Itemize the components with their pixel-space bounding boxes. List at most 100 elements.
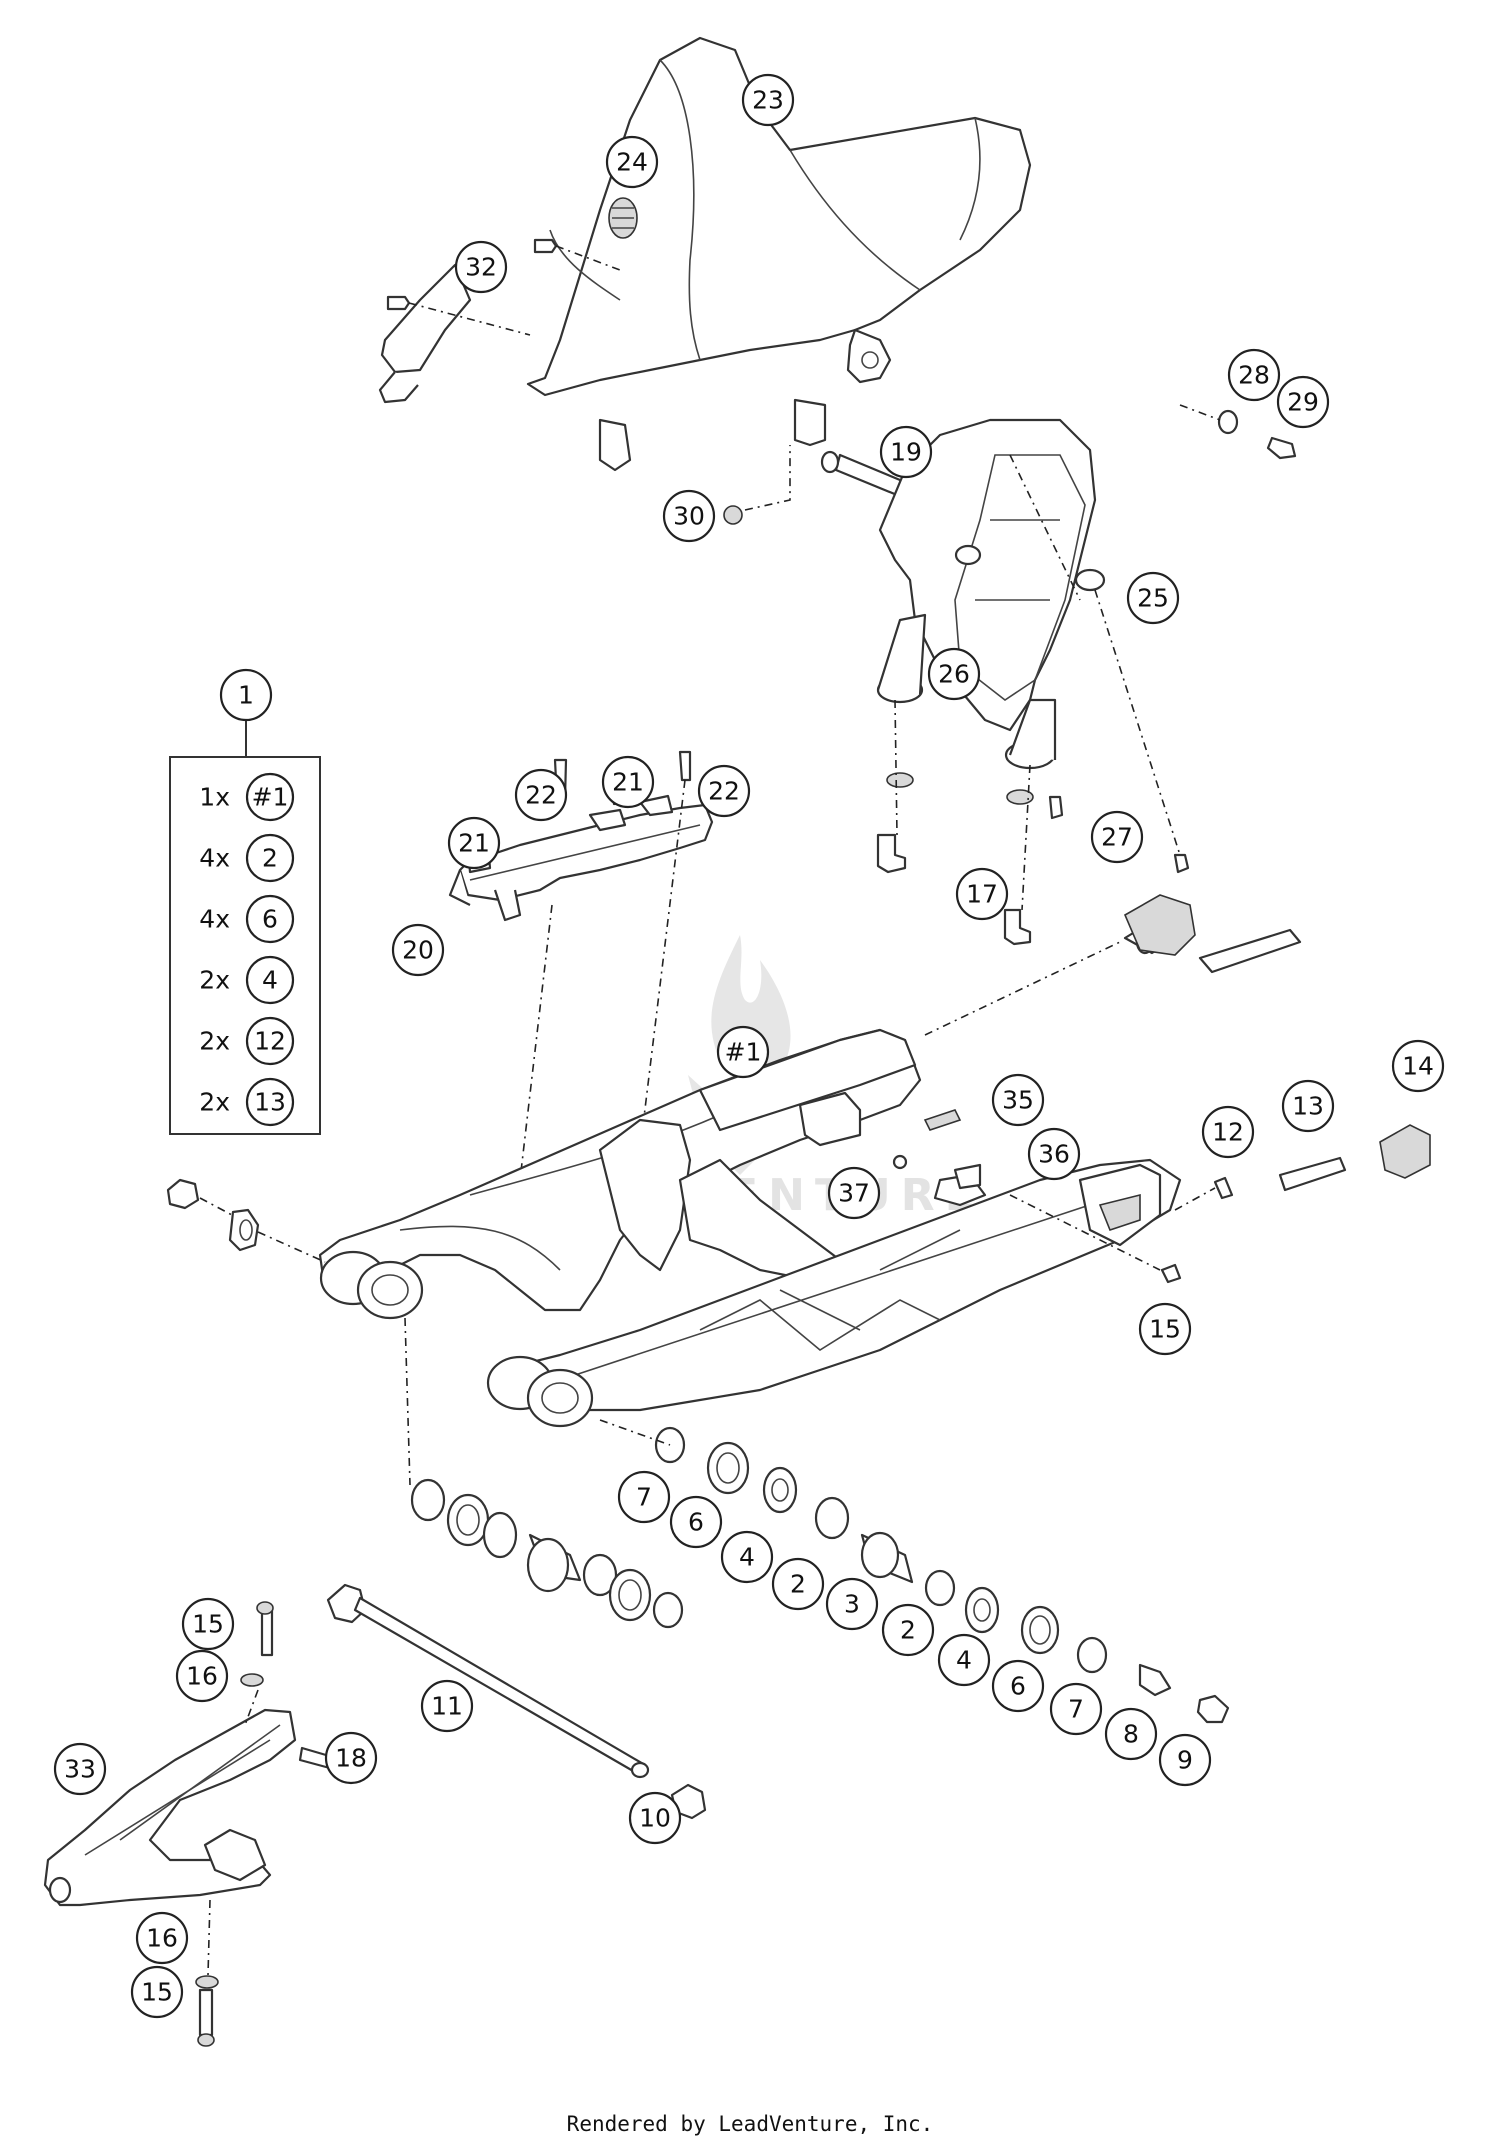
callout-label: 35 (1002, 1086, 1034, 1115)
fasteners-26-17 (876, 454, 1190, 946)
callout-7: 7 (1049, 1682, 1103, 1736)
callout-circle (991, 1073, 1045, 1127)
callout-4: 4 (720, 1530, 774, 1584)
callout-11: 11 (420, 1679, 474, 1733)
callout-2: 2 (771, 1557, 825, 1611)
callout-label: 36 (1038, 1140, 1070, 1169)
kit-row-ref: #1 (252, 783, 289, 812)
callout-label: 30 (673, 502, 705, 531)
shaft-upper (924, 894, 1431, 1211)
callout-label: 19 (890, 438, 922, 467)
callout-3: 3 (825, 1577, 879, 1631)
kit-row-qty: 1x (199, 783, 230, 812)
callout-circle (617, 1470, 671, 1524)
callout-label: 15 (1149, 1315, 1181, 1344)
swingarm-axle (326, 1583, 707, 1820)
callout-6: 6 (991, 1659, 1045, 1713)
callout-circle (716, 1025, 770, 1079)
callout-circle (447, 816, 501, 870)
callout-circle (1201, 1105, 1255, 1159)
callout-label: 16 (186, 1662, 218, 1691)
callout-label: 26 (938, 660, 970, 689)
callout-circle (135, 1911, 189, 1965)
callout-circle (741, 73, 795, 127)
callout-label: 18 (335, 1744, 367, 1773)
kit-row-circle (245, 955, 295, 1005)
kit-row-circle (245, 1077, 295, 1127)
bearing-stack-left (410, 1478, 684, 1629)
bearing-stack-right (599, 1419, 1230, 1724)
callout-21: 21 (601, 755, 655, 809)
callout-circle (605, 135, 659, 189)
callout-24: 24 (605, 135, 659, 189)
callout-label: 6 (688, 1508, 704, 1537)
callout-label: 8 (1123, 1720, 1139, 1749)
callout-label: 7 (636, 1483, 652, 1512)
callout-circle (720, 1530, 774, 1584)
callout-label: 3 (844, 1590, 860, 1619)
callout-label: 4 (956, 1646, 972, 1675)
callout-circle (1049, 1682, 1103, 1736)
callout-circle (1276, 375, 1330, 429)
callout-circle (1104, 1707, 1158, 1761)
callout-label: 37 (838, 1179, 870, 1208)
callout-9: 9 (1158, 1733, 1212, 1787)
callout-13: 13 (1281, 1079, 1335, 1133)
callout-label: 2 (900, 1616, 916, 1645)
callout-30: 30 (662, 489, 716, 543)
callout-7: 7 (617, 1470, 671, 1524)
callout-14: 14 (1391, 1039, 1445, 1093)
callout-label: 21 (612, 768, 644, 797)
callout-label: 33 (64, 1755, 96, 1784)
callout-label: 21 (458, 829, 490, 858)
callout-4: 4 (937, 1633, 991, 1687)
callout-label: 27 (1101, 823, 1133, 852)
callout-23: 23 (741, 73, 795, 127)
chain-guard (378, 36, 1032, 404)
callout-15: 15 (130, 1965, 184, 2019)
callout-label: 11 (431, 1692, 463, 1721)
kit-row-circle (245, 772, 295, 822)
callout-12: 12 (1201, 1105, 1255, 1159)
callout-kit-1: #1 (716, 1025, 770, 1079)
callout-10: 10 (628, 1791, 682, 1845)
callout-21: 21 (447, 816, 501, 870)
callout-circle (391, 923, 445, 977)
callout-2: 2 (881, 1603, 935, 1657)
callout-circle (662, 489, 716, 543)
callout-label: 16 (146, 1924, 178, 1953)
callout-circle (825, 1577, 879, 1631)
callout-circle (181, 1597, 235, 1651)
callout-16: 16 (175, 1649, 229, 1703)
callout-circle (454, 240, 508, 294)
callout-circle (991, 1659, 1045, 1713)
callout-circle (1227, 348, 1281, 402)
callout-circle (1158, 1733, 1212, 1787)
callout-label: 28 (1238, 361, 1270, 390)
callout-circle (827, 1166, 881, 1220)
callout-circle (1391, 1039, 1445, 1093)
callout-22: 22 (514, 768, 568, 822)
callout-circle (881, 1603, 935, 1657)
kit-row-ref: 13 (254, 1088, 286, 1117)
kit-row-circle (245, 833, 295, 883)
callout-15: 15 (1138, 1302, 1192, 1356)
callout-19: 19 (879, 425, 933, 479)
callout-29: 29 (1276, 375, 1330, 429)
kit-box (169, 756, 321, 1135)
callout-label: 23 (752, 86, 784, 115)
kit-row-ref: 12 (254, 1027, 286, 1056)
callout-circle (955, 867, 1009, 921)
callout-label: #1 (725, 1038, 762, 1067)
callout-circle (420, 1679, 474, 1733)
callout-37: 37 (827, 1166, 881, 1220)
callout-35: 35 (991, 1073, 1045, 1127)
callout-circle (1090, 810, 1144, 864)
screws-32 (386, 238, 621, 336)
callout-label: 22 (708, 777, 740, 806)
